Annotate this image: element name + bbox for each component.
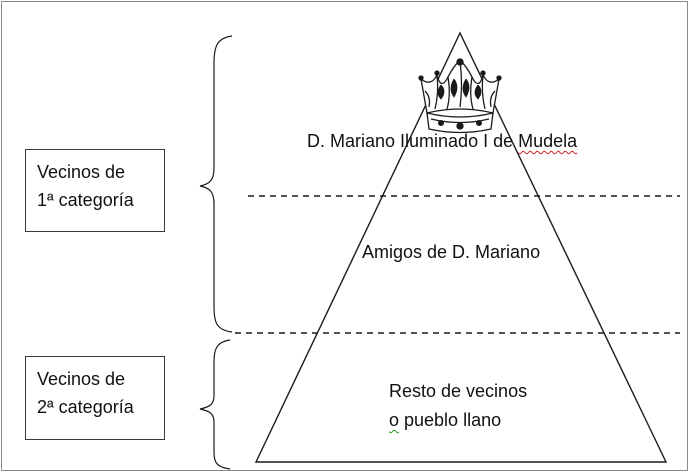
top-tier-name: D. Mariano Iluminado I de <box>307 131 519 151</box>
top-tier-name-flagged: Mudela <box>518 131 578 151</box>
second-category-box: Vecinos de 2ª categoría <box>25 356 165 440</box>
bottom-tier-line2: pueblo llano <box>399 410 502 430</box>
top-tier-label: D. Mariano Iluminado I de Mudela <box>307 131 577 152</box>
crown-icon <box>418 58 502 134</box>
first-category-line2: 1ª categoría <box>37 190 134 210</box>
first-category-line1: Vecinos de <box>37 162 126 182</box>
bottom-tier-label: Resto de vecinos o pueblo llano <box>389 377 527 435</box>
second-category-line2: 2ª categoría <box>37 397 134 417</box>
bottom-tier-line2-flagged: o <box>389 410 400 430</box>
bottom-tier-line1: Resto de vecinos <box>389 381 528 401</box>
brace-first-category <box>199 35 233 333</box>
first-category-box: Vecinos de 1ª categoría <box>25 149 165 232</box>
pyramid-triangle <box>254 31 668 463</box>
middle-tier-label: Amigos de D. Mariano <box>362 242 541 262</box>
second-category-line1: Vecinos de <box>37 369 126 389</box>
brace-second-category <box>199 339 231 470</box>
